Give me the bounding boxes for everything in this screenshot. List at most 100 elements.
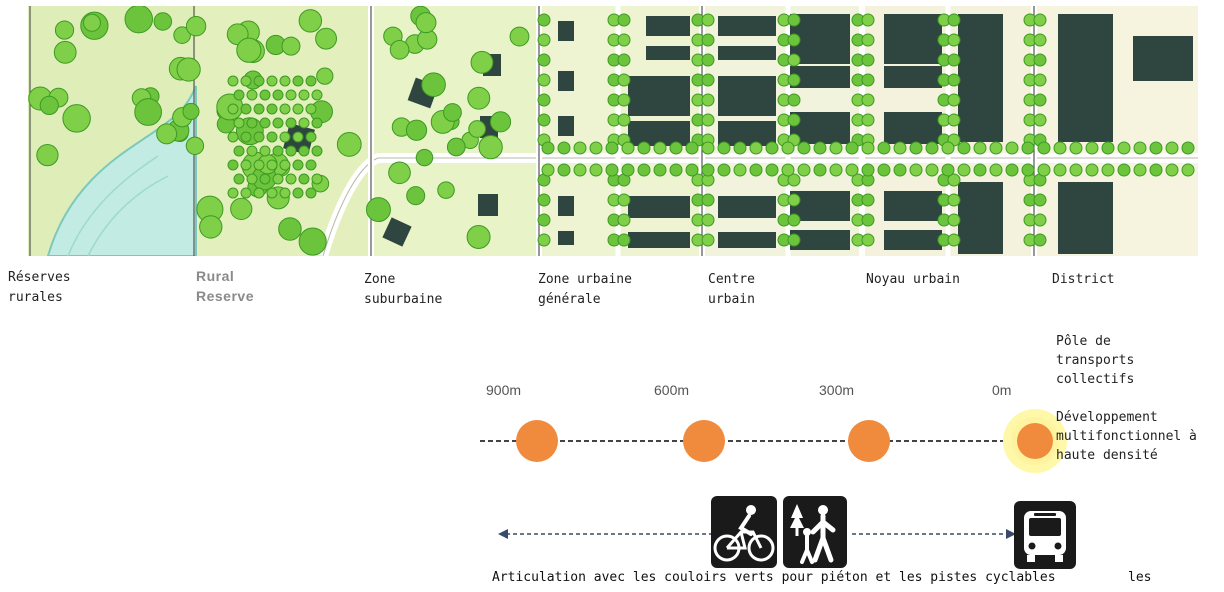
zone-label-general-urban: Zone urbaine générale: [538, 272, 632, 307]
tree: [617, 33, 631, 47]
tree: [278, 217, 302, 241]
tree: [845, 163, 859, 177]
tree: [861, 213, 875, 227]
tree: [541, 141, 555, 155]
tree: [1133, 163, 1147, 177]
tree: [311, 173, 323, 185]
tree: [246, 117, 258, 129]
tree: [1033, 33, 1047, 47]
tree: [316, 67, 334, 85]
tree: [877, 163, 891, 177]
tree: [973, 141, 987, 155]
tree: [509, 26, 530, 47]
tree: [947, 173, 961, 187]
tree: [1181, 141, 1195, 155]
tree: [389, 40, 410, 60]
tree: [701, 141, 715, 155]
tree: [1053, 141, 1067, 155]
tree: [947, 193, 961, 207]
distance-scale: [480, 409, 1067, 473]
zone-label-urban-core: Noyau urbain: [866, 272, 960, 287]
tree: [605, 141, 619, 155]
tree: [1033, 13, 1047, 27]
tree: [230, 197, 253, 221]
tree: [227, 75, 239, 87]
tree: [1021, 141, 1035, 155]
transect-diagram: [28, 6, 1198, 256]
distance-node-900: [516, 420, 558, 462]
tree: [266, 103, 278, 115]
tree: [557, 163, 571, 177]
tree: [467, 86, 491, 110]
tree: [236, 37, 262, 63]
tree: [470, 50, 494, 74]
tree: [1117, 163, 1131, 177]
tree: [787, 53, 801, 67]
tree: [973, 163, 987, 177]
tree: [1101, 163, 1115, 177]
tree: [489, 111, 512, 133]
tree: [185, 16, 207, 37]
tree: [134, 98, 163, 126]
tree: [617, 113, 631, 127]
tree: [240, 131, 252, 143]
tree: [292, 103, 304, 115]
tree: [941, 141, 955, 155]
tree: [253, 75, 265, 87]
tree: [298, 117, 310, 129]
tree: [589, 141, 603, 155]
tree: [233, 145, 245, 157]
tree: [537, 113, 551, 127]
development-label: Développement multifonctionnel à haute d…: [1056, 410, 1197, 463]
tree: [1085, 141, 1099, 155]
tree: [813, 163, 827, 177]
tree: [861, 93, 875, 107]
tree: [957, 163, 971, 177]
bicycle-icon: [711, 496, 777, 568]
tree: [240, 159, 252, 171]
tree: [1037, 141, 1051, 155]
tree: [266, 75, 278, 87]
green-corridor-arrow: [498, 529, 1016, 539]
tree: [893, 141, 907, 155]
tree: [861, 233, 875, 247]
tree: [259, 145, 271, 157]
tree: [406, 186, 426, 206]
tree: [285, 117, 297, 129]
tree: [124, 6, 154, 34]
tree: [947, 13, 961, 27]
tree: [437, 181, 455, 199]
tree: [925, 141, 939, 155]
tree: [701, 13, 715, 27]
tree: [909, 141, 923, 155]
tree: [947, 93, 961, 107]
tree: [717, 163, 731, 177]
distance-label-900: 900m: [486, 382, 522, 398]
tree: [797, 163, 811, 177]
tree: [947, 53, 961, 67]
tree: [621, 163, 635, 177]
tree: [227, 187, 239, 199]
tree: [281, 36, 301, 56]
tree: [305, 131, 317, 143]
tree: [311, 117, 323, 129]
tree: [1053, 163, 1067, 177]
tree: [749, 141, 763, 155]
tree: [925, 163, 939, 177]
tree: [266, 131, 278, 143]
tree: [311, 145, 323, 157]
tree: [1037, 163, 1051, 177]
tree: [717, 141, 731, 155]
tree: [227, 131, 239, 143]
tree: [861, 163, 875, 177]
tree: [285, 89, 297, 101]
tree: [1133, 141, 1147, 155]
tree: [415, 148, 434, 167]
tree: [227, 159, 239, 171]
tree: [541, 163, 555, 177]
tree: [1149, 163, 1163, 177]
tree: [537, 233, 551, 247]
tree: [781, 141, 795, 155]
tree: [298, 9, 323, 33]
tree: [285, 173, 297, 185]
